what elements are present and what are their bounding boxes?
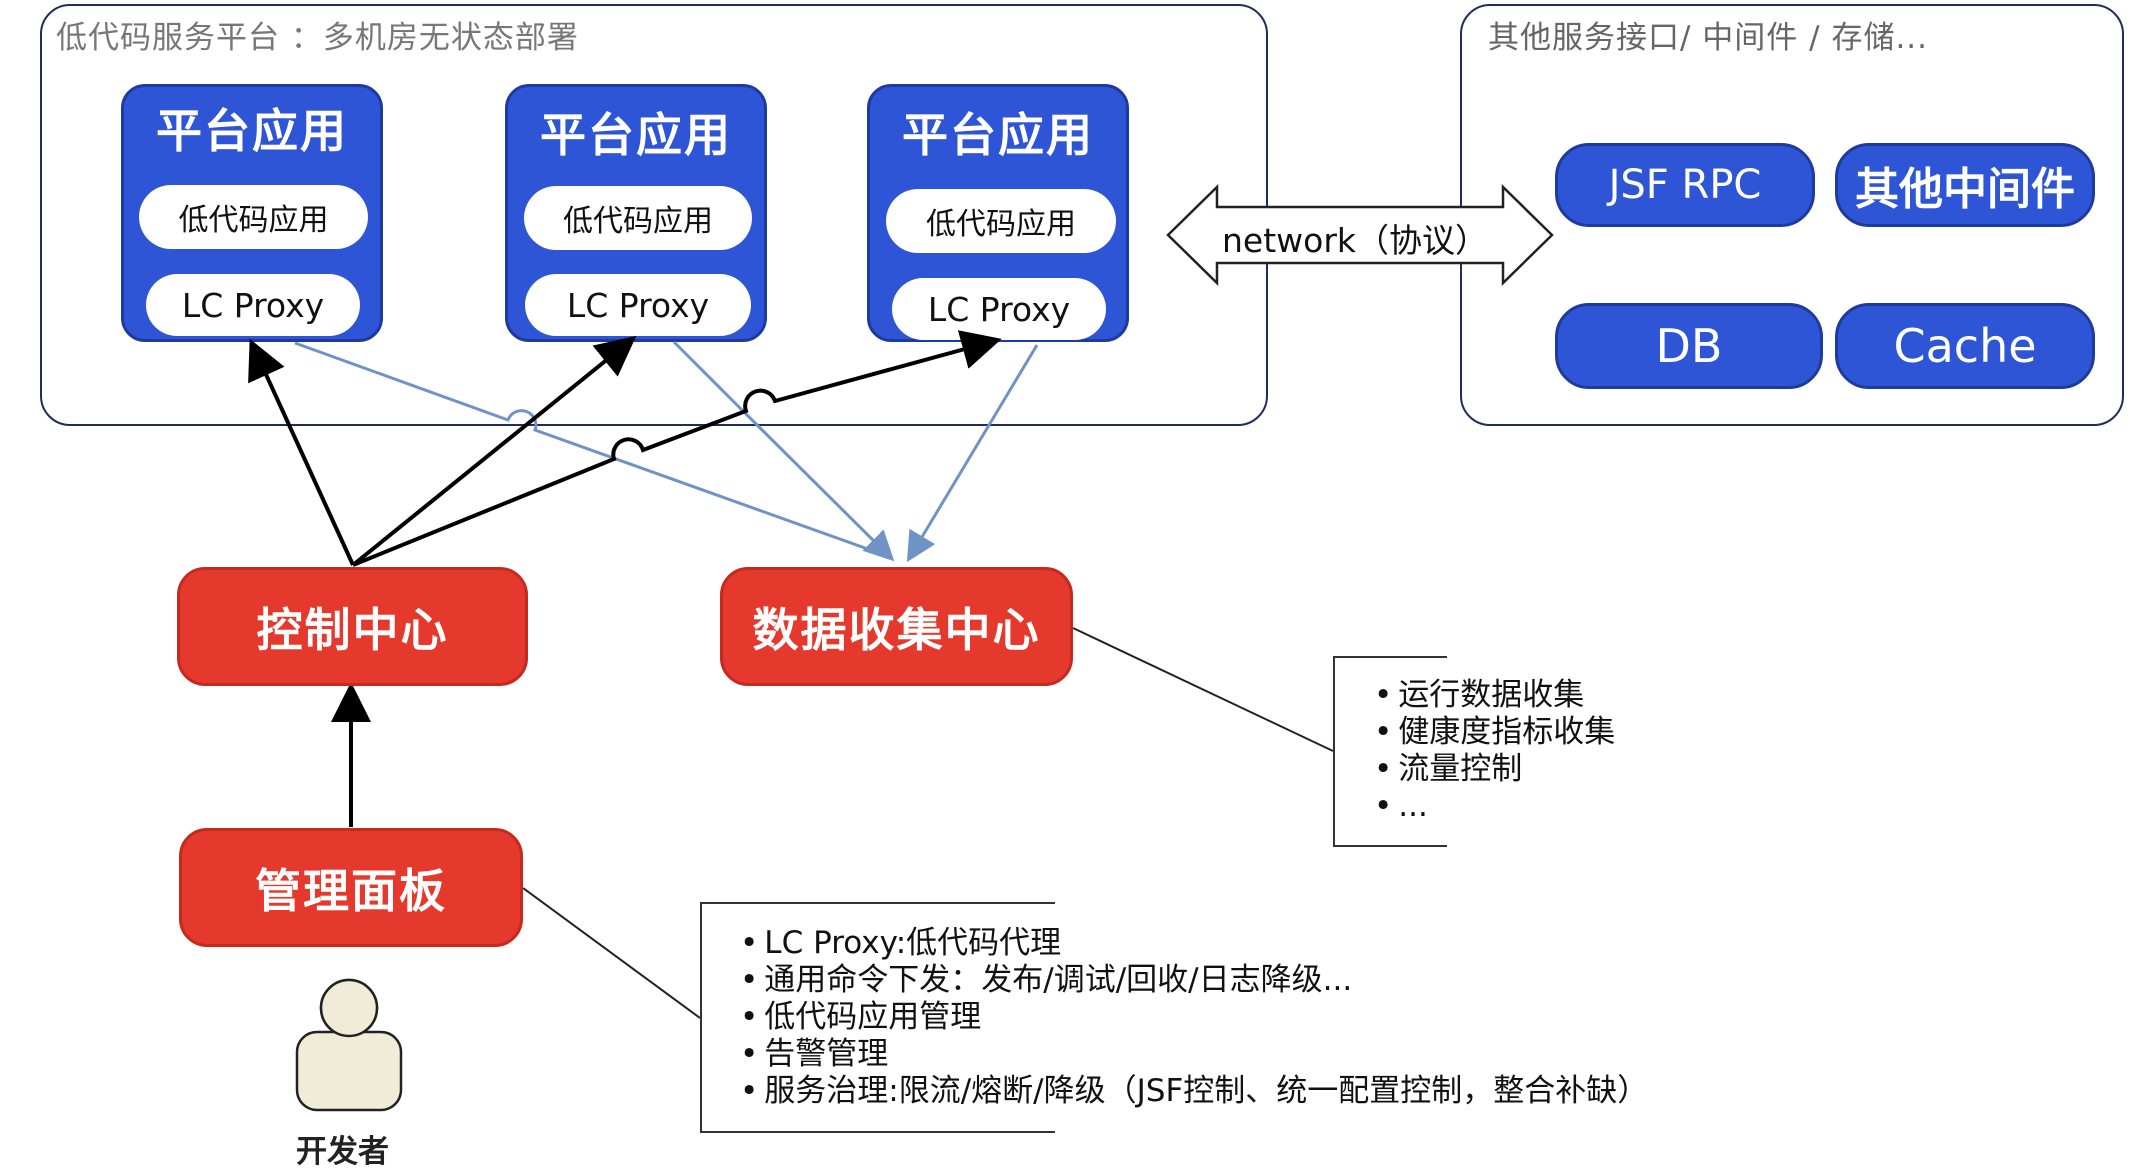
other-middleware-service: 其他中间件	[1835, 143, 2095, 227]
control-to-proxy1-arrow	[248, 338, 355, 566]
proxy2-to-data-line	[672, 340, 895, 562]
proxy3-to-data-line	[906, 344, 1039, 563]
data-note-item: 运行数据收集	[1374, 677, 1615, 714]
admin-note-item: 低代码应用管理	[740, 999, 1648, 1036]
platform-app-1: 平台应用 低代码应用 LC Proxy	[121, 84, 383, 342]
admin-notes-list: LC Proxy:低代码代理 通用命令下发：发布/调试/回收/日志降级... 低…	[740, 925, 1648, 1110]
data-notes-bracket	[1333, 656, 1447, 847]
proxy1-to-data-line	[294, 341, 891, 559]
data-note-item: ...	[1374, 788, 1615, 825]
platform-app-title: 平台应用	[156, 104, 348, 158]
data-note-item: 流量控制	[1374, 751, 1615, 788]
platform-app-3: 平台应用 低代码应用 LC Proxy	[867, 84, 1129, 342]
control-to-proxy2-arrow	[351, 335, 637, 567]
data-center-callout-line	[1072, 627, 1334, 752]
lowcode-platform-title: 低代码服务平台 ：多机房无状态部署	[56, 20, 579, 56]
developer-label: 开发者	[296, 1134, 389, 1170]
lowcode-app-pill: 低代码应用	[886, 189, 1116, 253]
platform-app-title: 平台应用	[540, 108, 732, 162]
control-to-proxy3-arrow	[352, 330, 1002, 567]
admin-note-item: 告警管理	[740, 1036, 1648, 1073]
developer-icon	[295, 978, 403, 1112]
control-center: 控制中心	[177, 567, 528, 686]
data-notes-list: 运行数据收集 健康度指标收集 流量控制 ...	[1374, 677, 1615, 825]
platform-app-title: 平台应用	[902, 108, 1094, 162]
admin-panel: 管理面板	[179, 828, 523, 947]
data-note-item: 健康度指标收集	[1374, 714, 1615, 751]
admin-note-item: 服务治理:限流/熔断/降级（JSF控制、统一配置控制，整合补缺）	[740, 1073, 1648, 1110]
services-frame-title: 其他服务接口/ 中间件 / 存储...	[1488, 20, 1929, 56]
lowcode-app-pill: 低代码应用	[139, 185, 368, 249]
cache-service: Cache	[1835, 303, 2095, 389]
lc-proxy-pill: LC Proxy	[146, 274, 360, 336]
admin-note-item: LC Proxy:低代码代理	[740, 925, 1648, 962]
network-label: network（协议）	[1222, 221, 1489, 260]
admin-notes-bracket	[700, 902, 1055, 1133]
admin-note-item: 通用命令下发：发布/调试/回收/日志降级...	[740, 962, 1648, 999]
network-double-arrow	[1166, 184, 1554, 286]
data-collection-center: 数据收集中心	[720, 567, 1073, 686]
lc-proxy-pill: LC Proxy	[525, 274, 751, 336]
lc-proxy-pill: LC Proxy	[892, 278, 1106, 340]
admin-panel-callout-line	[522, 887, 701, 1019]
jsf-rpc-service: JSF RPC	[1555, 143, 1815, 227]
lowcode-app-pill: 低代码应用	[524, 186, 752, 250]
db-service: DB	[1555, 303, 1823, 389]
